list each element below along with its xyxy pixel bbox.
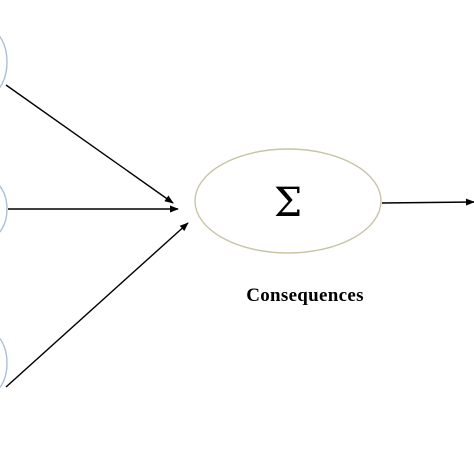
sum-node (194, 148, 382, 254)
sum-symbol: Σ (274, 180, 302, 226)
output-label: Consequences (246, 285, 364, 306)
input-arrow-bottom (5, 222, 189, 388)
input-node-middle (0, 185, 8, 233)
input-node-bottom (0, 337, 8, 389)
output-arrow (381, 198, 474, 206)
input-node-top (0, 35, 8, 89)
input-arrow-top (5, 84, 174, 204)
